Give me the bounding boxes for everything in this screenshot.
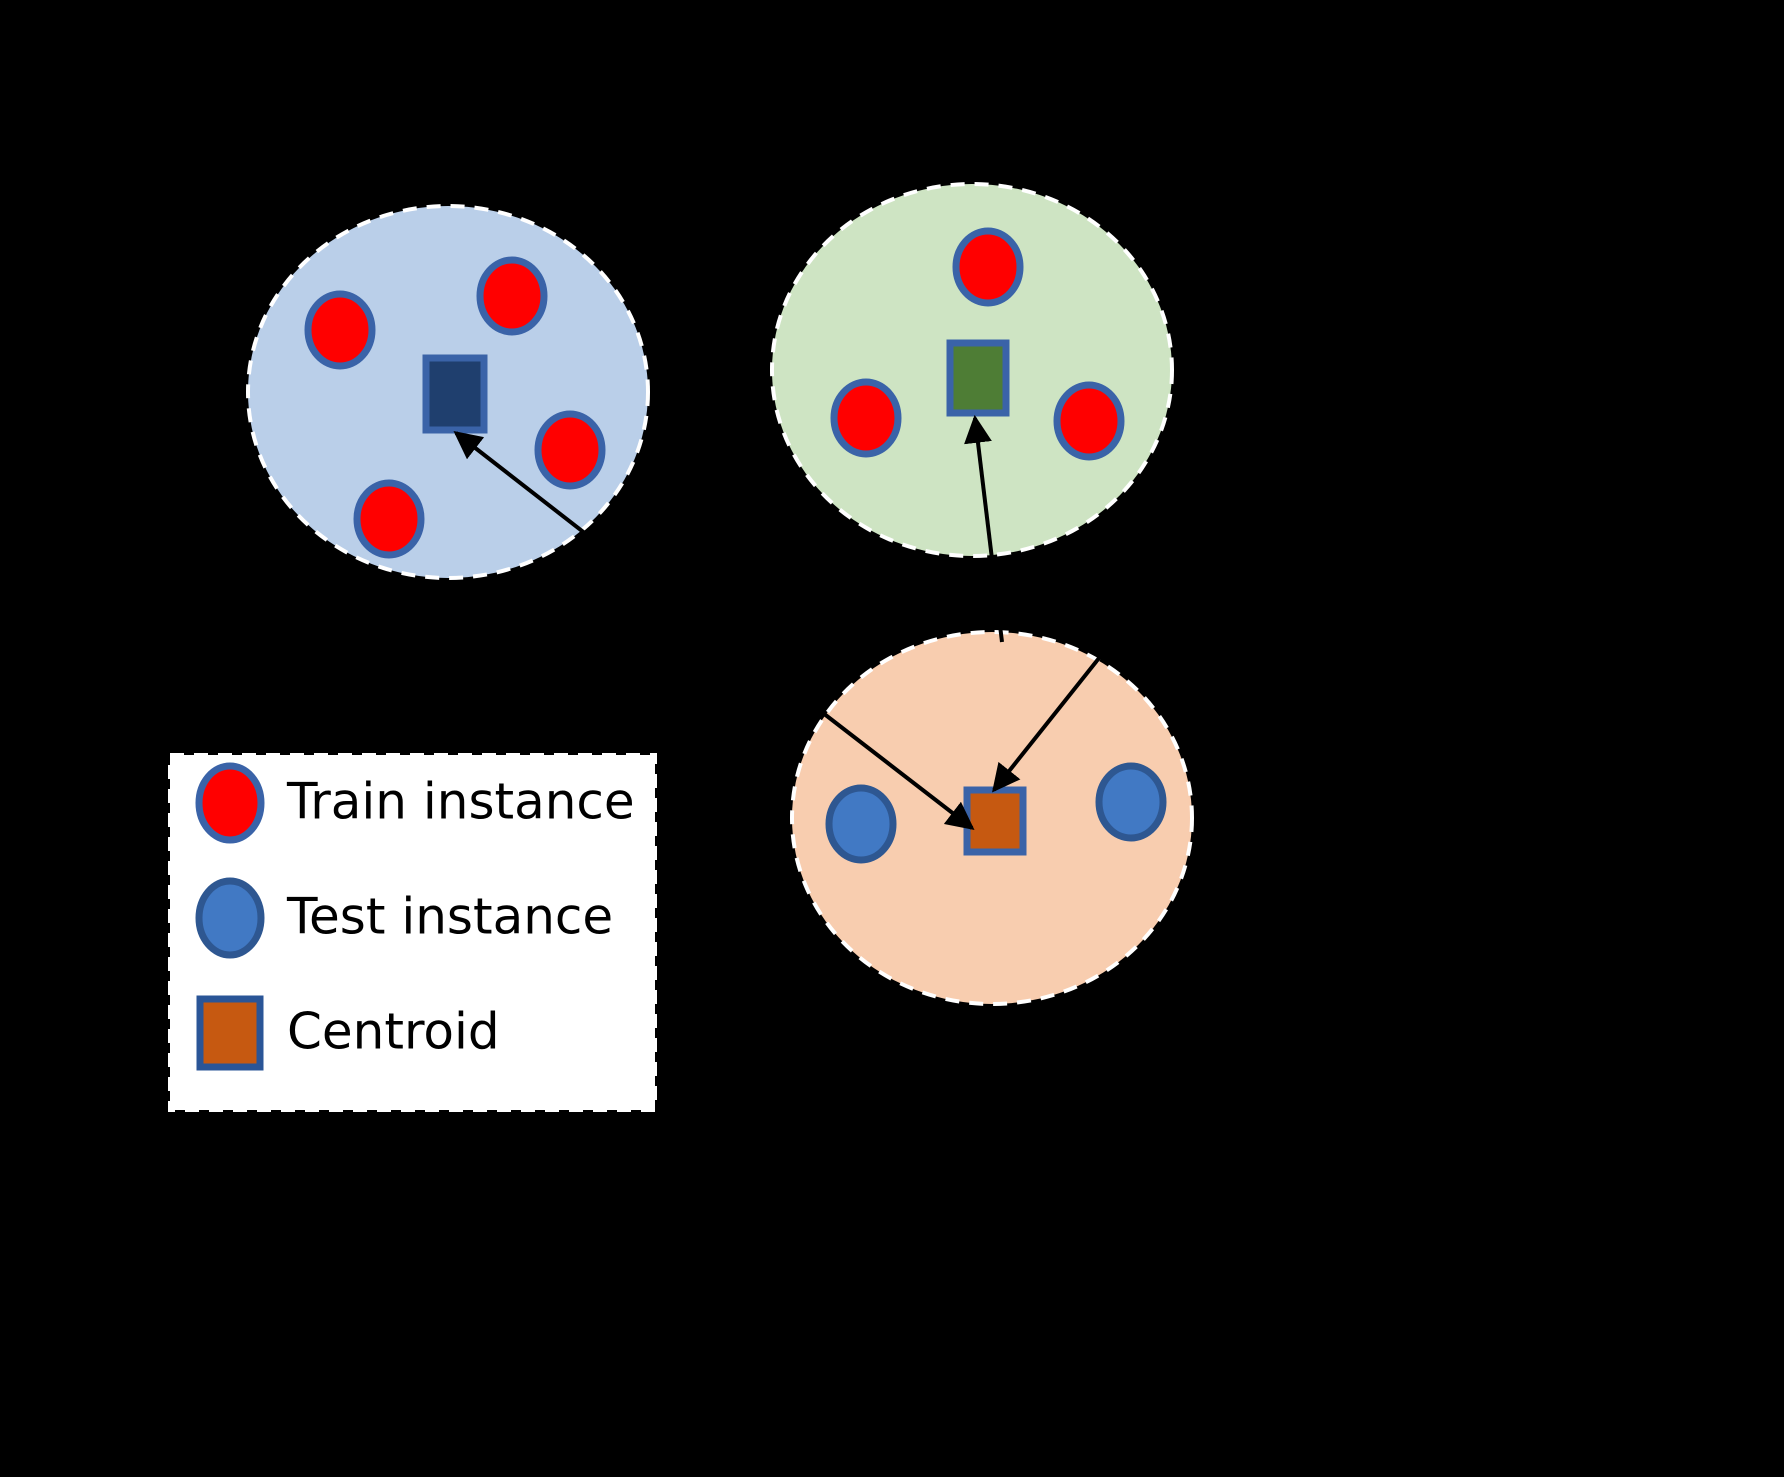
arrow-to-orange-centroid-from-above (992, 636, 1117, 793)
legend-item-test-instance[interactable]: Test instance (195, 877, 613, 959)
legend-label-centroid: Centroid (287, 1003, 500, 1061)
train-instance-marker-icon (195, 762, 265, 844)
train-instance-point[interactable] (830, 378, 902, 458)
arrow-to-blue-centroid (453, 431, 669, 599)
legend[interactable]: Train instance Test instance Centroid (168, 753, 657, 1112)
legend-label-train-instance: Train instance (286, 773, 635, 831)
arrow-group (453, 414, 1117, 830)
centroid-marker-icon (196, 995, 264, 1071)
train-instance-point[interactable] (1053, 381, 1125, 461)
arrow-to-green-centroid (964, 414, 1004, 643)
legend-item-centroid[interactable]: Centroid (196, 995, 500, 1071)
test-instance-point[interactable] (1095, 762, 1167, 842)
legend-item-train-instance[interactable]: Train instance (195, 762, 635, 844)
train-instance-point[interactable] (353, 479, 425, 559)
test-instance-marker-icon (195, 877, 265, 959)
centroid-green[interactable] (946, 339, 1010, 417)
train-instance-point[interactable] (534, 410, 606, 490)
cluster-orange[interactable] (790, 630, 1194, 1006)
train-instance-point[interactable] (952, 227, 1024, 307)
cluster-blue[interactable] (246, 204, 650, 580)
test-instance-point[interactable] (825, 784, 897, 864)
train-instance-point[interactable] (304, 290, 376, 370)
centroid-blue[interactable] (422, 354, 488, 434)
centroid-orange[interactable] (963, 786, 1027, 856)
cluster-green[interactable] (770, 182, 1174, 558)
arrow-to-orange-centroid-from-upper-left (821, 711, 975, 830)
train-instance-point[interactable] (476, 256, 548, 336)
legend-label-test-instance: Test instance (286, 888, 613, 946)
